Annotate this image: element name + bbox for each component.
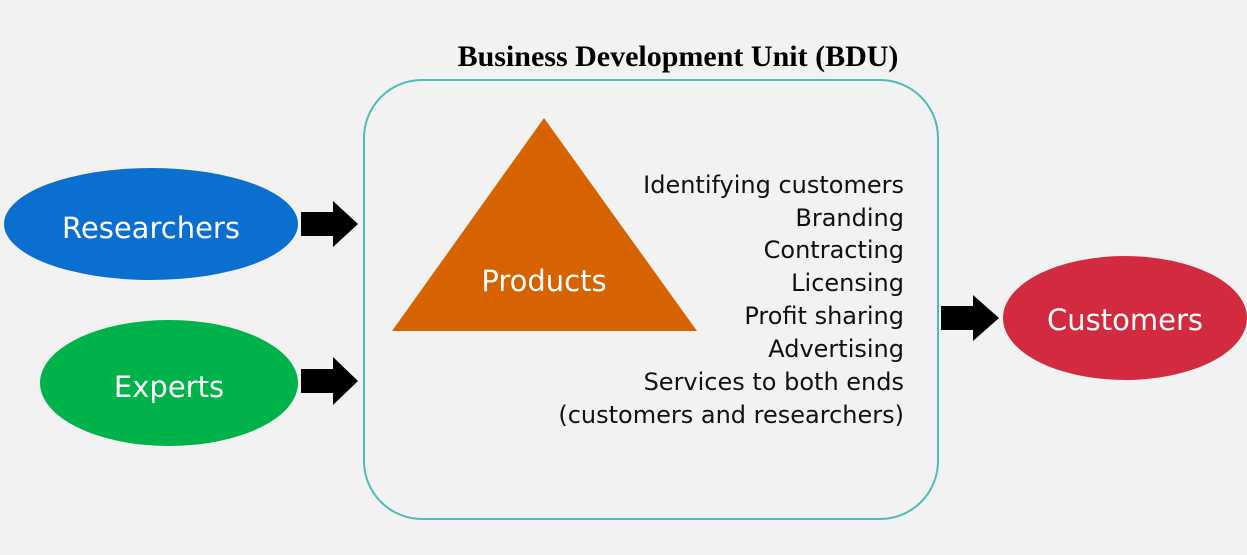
experts-arrow-icon [301,357,358,405]
activity-item: Profit sharing [744,302,904,330]
products-triangle [392,118,697,331]
customers-ellipse [1003,256,1247,380]
experts-label: Experts [114,370,224,404]
activity-item: Services to both ends [644,368,904,396]
activity-item: Contracting [764,236,904,264]
activity-item: Identifying customers [643,171,904,199]
customers-arrow-icon [941,295,999,341]
researchers-node: Researchers [4,168,298,280]
researchers-label: Researchers [62,211,240,245]
experts-ellipse [40,320,298,446]
bdu-container [363,79,939,520]
researchers-ellipse [4,168,298,280]
products-label: Products [481,264,606,298]
experts-node: Experts [40,320,298,446]
customers-node: Customers [1003,256,1247,380]
activity-item: Advertising [768,335,904,363]
products-node: Products [392,118,697,331]
activity-item: Branding [795,204,904,232]
diagram-title: Business Development Unit (BDU) [458,40,899,73]
activity-item: (customers and researchers) [558,401,904,429]
researchers-arrow-icon [301,201,358,247]
activities-list: Identifying customers Branding Contracti… [558,171,904,429]
activity-item: Licensing [791,269,904,297]
customers-label: Customers [1047,303,1203,337]
